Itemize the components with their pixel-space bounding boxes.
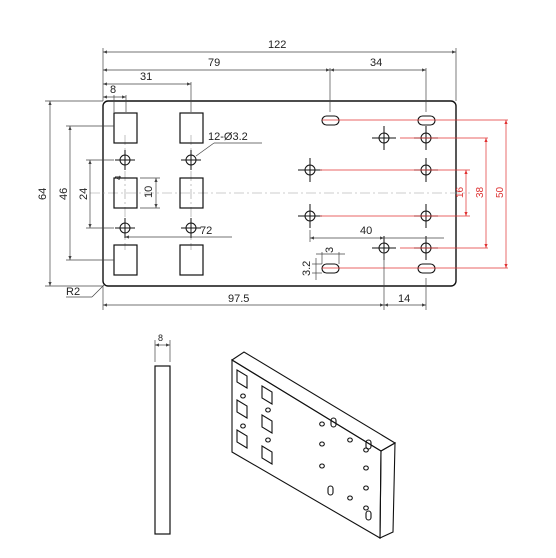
dim-slot-height: 3.2 [301,261,313,276]
dim-bottom-width: 97.5 [228,293,249,305]
dim-corner-radius: R2 [66,286,80,298]
dim-small-label: 4 [114,175,123,180]
dim-red-38: 38 [475,186,486,198]
top-view: 122 79 34 31 8 12-Ø3.2 64 46 24 10 4 72 … [37,39,508,310]
dim-height-46: 46 [58,188,70,200]
dim-bottom-offset: 14 [398,293,410,305]
plate-outline [102,100,457,287]
iso-slots [327,417,372,521]
iso-holes [240,393,369,511]
dim-slot-spacing: 40 [360,225,372,237]
isometric-view [230,351,397,539]
side-view: 8 [154,333,171,535]
dim-red-16: 16 [455,186,466,198]
red-extension-lines [320,119,508,269]
iso-square-cutouts [236,369,273,465]
dimension-lines [45,48,457,310]
dim-side-thickness: 8 [158,333,163,343]
dim-height-24: 24 [78,188,90,200]
dim-overall-width: 122 [268,39,286,51]
side-view-outline [154,365,171,535]
dim-square-width: 8 [110,84,116,96]
dim-right-offset: 34 [370,57,382,69]
dim-left-offset: 31 [140,71,152,83]
dim-upper-width: 79 [208,57,220,69]
dim-square-height: 10 [143,186,155,198]
dim-red-50: 50 [495,186,506,198]
dim-hole-spec: 12-Ø3.2 [208,131,248,143]
slots [321,115,436,274]
dim-hole-spacing: 72 [200,225,212,237]
dim-slot-width: 3 [324,247,336,253]
dim-height-total: 64 [37,188,49,200]
square-cutouts [113,112,204,276]
